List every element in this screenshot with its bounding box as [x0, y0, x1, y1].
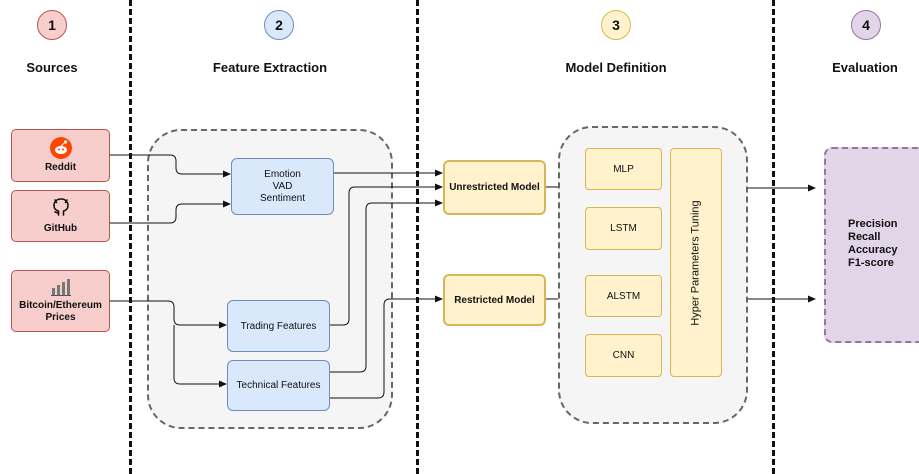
- f1-score-metric: F1-score: [848, 257, 894, 269]
- cnn-box: CNN: [585, 334, 662, 377]
- separator-3: [772, 0, 775, 474]
- sentiment-label: Sentiment: [259, 192, 306, 204]
- text-features-box: Emotion VAD Sentiment: [231, 158, 334, 215]
- arrow-trading-to-unrestricted: [330, 183, 443, 326]
- unrestricted-model-label: Unrestricted Model: [449, 182, 540, 193]
- technical-features-label: Technical Features: [236, 380, 321, 391]
- trading-features-label: Trading Features: [240, 320, 317, 332]
- precision-metric: Precision: [848, 218, 898, 230]
- prices-label-line2: Prices: [45, 312, 76, 323]
- arrow-technical-to-unrestricted: [330, 199, 443, 373]
- restricted-model-box: Restricted Model: [443, 274, 546, 326]
- reddit-icon: [49, 137, 72, 159]
- evaluation-heading: Evaluation: [832, 60, 898, 75]
- cnn-label: CNN: [612, 350, 635, 361]
- arrow-prices-to-trading: [110, 300, 227, 329]
- step-3-badge: 3: [601, 10, 631, 40]
- separator-1: [129, 0, 132, 474]
- reddit-label: Reddit: [44, 162, 77, 173]
- emotion-label: Emotion: [264, 168, 301, 180]
- feature-extraction-heading: Feature Extraction: [212, 60, 328, 75]
- arrow-reddit-to-text-features: [110, 154, 231, 178]
- step-1-badge: 1: [37, 10, 67, 40]
- trading-features-box: Trading Features: [227, 300, 330, 352]
- mlp-label: MLP: [613, 163, 634, 175]
- evaluation-box: Precision Recall Accuracy F1-score: [824, 147, 919, 343]
- github-source: GitHub: [11, 190, 110, 242]
- alstm-box: ALSTM: [585, 275, 662, 317]
- arrow-technical-to-restricted: [330, 295, 443, 399]
- hyperparameter-tuning-box: Hyper Parameters Tuning: [670, 148, 722, 377]
- lstm-label: LSTM: [610, 223, 637, 234]
- vad-label: VAD: [272, 180, 293, 192]
- step-2-badge: 2: [264, 10, 294, 40]
- arrow-github-to-text-features: [110, 200, 231, 224]
- unrestricted-model-box: Unrestricted Model: [443, 160, 546, 215]
- prices-source: Bitcoin/Ethereum Prices: [11, 270, 110, 332]
- lstm-box: LSTM: [585, 207, 662, 250]
- arrow-prices-to-technical: [173, 325, 227, 388]
- github-icon: [52, 198, 69, 216]
- step-4-badge: 4: [851, 10, 881, 40]
- reddit-source: Reddit: [11, 129, 110, 182]
- model-definition-heading: Model Definition: [565, 60, 667, 75]
- alstm-label: ALSTM: [606, 290, 641, 302]
- accuracy-metric: Accuracy: [848, 244, 898, 256]
- technical-features-box: Technical Features: [227, 360, 330, 411]
- sources-heading: Sources: [26, 60, 78, 75]
- separator-2: [416, 0, 419, 474]
- recall-metric: Recall: [848, 231, 881, 243]
- prices-label-line1: Bitcoin/Ethereum: [19, 300, 102, 311]
- bar-chart-icon: [50, 279, 71, 296]
- restricted-model-label: Restricted Model: [454, 294, 535, 306]
- github-label: GitHub: [43, 223, 78, 234]
- mlp-box: MLP: [585, 148, 662, 190]
